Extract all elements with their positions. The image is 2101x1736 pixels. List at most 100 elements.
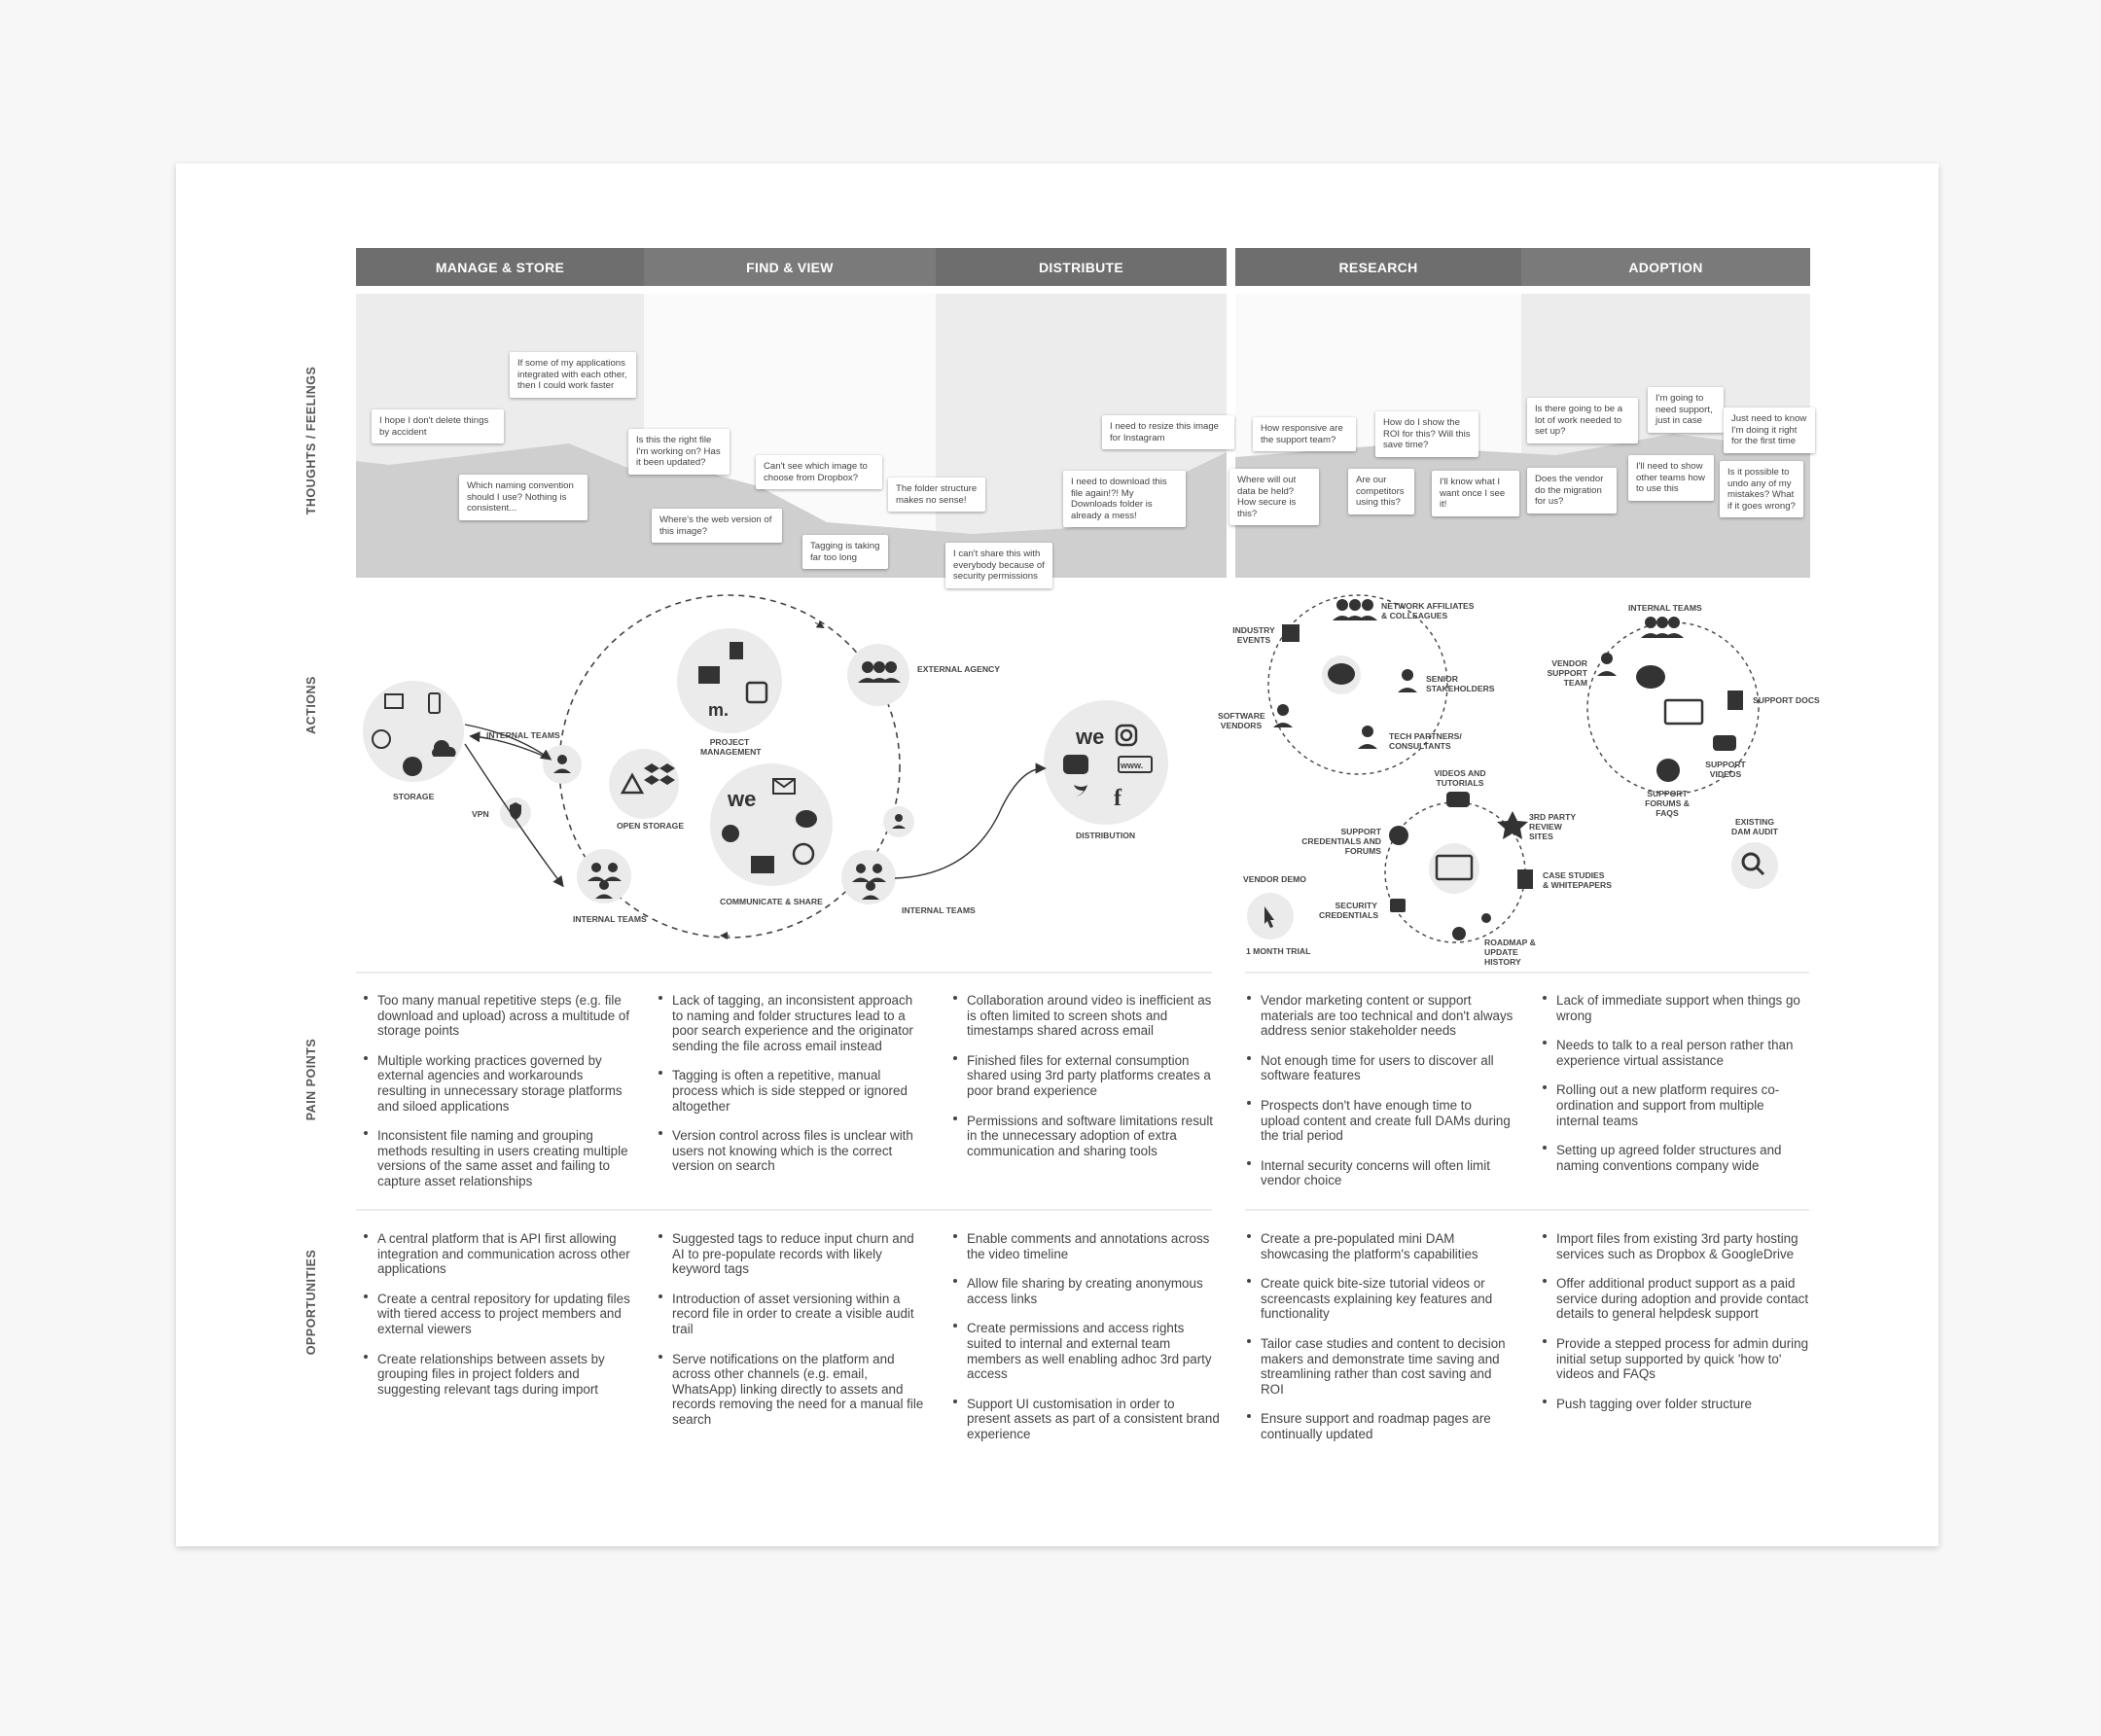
label-existing-dam: EXISTING DAM AUDIT — [1731, 817, 1778, 836]
phase-find-view: FIND & VIEW — [644, 248, 936, 286]
list-item: Rolling out a new platform requires co-o… — [1543, 1082, 1809, 1128]
list-item: Tagging is often a repetitive, manual pr… — [659, 1068, 925, 1114]
opp-col-distribute: Enable comments and annotations across t… — [945, 1231, 1220, 1457]
pain-col-distribute: Collaboration around video is inefficien… — [945, 993, 1220, 1173]
label-support-videos: SUPPORT VIDEOS — [1705, 760, 1746, 779]
label-vpn: VPN — [472, 809, 489, 819]
list-item: Suggested tags to reduce input churn and… — [659, 1231, 925, 1277]
list-item: Inconsistent file naming and grouping me… — [364, 1128, 630, 1188]
list-item: Setting up agreed folder structures and … — [1543, 1143, 1809, 1173]
label-case-studies: CASE STUDIES & WHITEPAPERS — [1543, 870, 1612, 890]
label-project-management: PROJECT MANAGEMENT — [700, 737, 762, 757]
thought-bubble: Can't see which image to choose from Dro… — [756, 455, 882, 489]
thought-bubble: I'll know what I want once I see it! — [1432, 471, 1519, 516]
list-item: Ensure support and roadmap pages are con… — [1247, 1411, 1513, 1441]
phase-bar-right: RESEARCH ADOPTION — [1235, 248, 1810, 286]
thought-bubble: Where's the web version of this image? — [652, 509, 782, 543]
label-review-sites: 3RD PARTY REVIEW SITES — [1529, 812, 1576, 841]
list-item: A central platform that is API first all… — [364, 1231, 630, 1277]
phase-research: RESEARCH — [1338, 259, 1418, 275]
svg-text:we: we — [727, 787, 756, 811]
list-item: Internal security concerns will often li… — [1247, 1158, 1513, 1188]
phase-bar-left: MANAGE & STORE FIND & VIEW DISTRIBUTE — [356, 248, 1227, 286]
opp-col-find: Suggested tags to reduce input churn and… — [651, 1231, 925, 1442]
label-security-credentials: SECURITY CREDENTIALS — [1319, 901, 1379, 920]
label-support-docs: SUPPORT DOCS — [1753, 695, 1820, 705]
thought-bubble: I'm going to need support, just in case — [1648, 387, 1724, 433]
label-open-storage: OPEN STORAGE — [617, 821, 685, 831]
label-videos-tutorials: VIDEOS AND TUTORIALS — [1434, 768, 1486, 788]
label-internal-teams: INTERNAL TEAMS — [573, 914, 647, 924]
list-item: Needs to talk to a real person rather th… — [1543, 1038, 1809, 1068]
list-item: Introduction of asset versioning within … — [659, 1292, 925, 1337]
list-item: Serve notifications on the platform and … — [659, 1351, 924, 1427]
list-item: Support UI customisation in order to pre… — [953, 1396, 1220, 1441]
list-item: Offer additional product support as a pa… — [1543, 1276, 1809, 1322]
phase-distribute: DISTRIBUTE — [1039, 259, 1123, 275]
list-item: Version control across files is unclear … — [659, 1128, 925, 1174]
thought-bubble: Just need to know I'm doing it right for… — [1724, 407, 1815, 453]
list-item: Permissions and software limitations res… — [953, 1114, 1220, 1159]
list-item: Create a central repository for updating… — [364, 1291, 630, 1336]
list-item: Provide a stepped process for admin duri… — [1543, 1335, 1809, 1382]
pain-col-find: Lack of tagging, an inconsistent approac… — [651, 993, 925, 1188]
phase-manage-store: MANAGE & STORE — [435, 259, 565, 275]
list-item: Allow file sharing by creating anonymous… — [953, 1276, 1220, 1306]
opp-col-manage: A central platform that is API first all… — [356, 1231, 630, 1411]
list-item: Create quick bite-size tutorial videos o… — [1247, 1276, 1513, 1322]
thought-bubble: Which naming convention should I use? No… — [459, 475, 588, 520]
label-vendor-demo: VENDOR DEMO — [1243, 874, 1306, 884]
thought-bubble: How responsive are the support team? — [1253, 417, 1356, 451]
label-internal-teams: INTERNAL TEAMS — [902, 905, 976, 915]
label-roadmap: ROADMAP & UPDATE HISTORY — [1484, 938, 1536, 967]
list-item: Too many manual repetitive steps (e.g. f… — [364, 993, 630, 1039]
thought-bubble: Is it possible to undo any of my mistake… — [1720, 461, 1803, 517]
label-distribution: DISTRIBUTION — [1076, 831, 1136, 840]
list-item: Create relationships between assets by g… — [364, 1352, 630, 1398]
label-support-forums: SUPPORT FORUMS & FAQS — [1645, 789, 1690, 818]
thought-bubble: I hope I don't delete things by accident — [372, 409, 504, 443]
thought-bubble: If some of my applications integrated wi… — [510, 352, 636, 398]
label-senior-stakeholders: SENIOR STAKEHOLDERS — [1426, 674, 1495, 693]
list-item: Create a pre-populated mini DAM showcasi… — [1247, 1231, 1513, 1261]
list-item: Lack of tagging, an inconsistent approac… — [659, 993, 925, 1053]
label-month-trial: 1 MONTH TRIAL — [1246, 946, 1311, 956]
label-internal-teams: INTERNAL TEAMS — [1628, 603, 1702, 613]
pain-col-manage: Too many manual repetitive steps (e.g. f… — [356, 993, 630, 1204]
svg-text:m.: m. — [708, 700, 729, 720]
label-industry-events: INDUSTRY EVENTS — [1232, 625, 1275, 645]
thought-bubble: I'll need to show other teams how to use… — [1628, 455, 1714, 501]
thought-bubble: I can't share this with everybody becaus… — [945, 543, 1052, 588]
thought-bubble: Is there going to be a lot of work neede… — [1527, 398, 1638, 443]
opp-col-adoption: Import files from existing 3rd party hos… — [1535, 1231, 1809, 1426]
list-item: Enable comments and annotations across t… — [953, 1231, 1220, 1261]
thought-bubble: I need to download this file again!?! My… — [1063, 471, 1186, 527]
label-software-vendors: SOFTWARE VENDORS — [1218, 711, 1265, 730]
thought-bubble: Does the vendor do the migration for us? — [1527, 468, 1617, 514]
list-item: Collaboration around video is inefficien… — [953, 993, 1220, 1039]
thought-bubble: Is this the right file I'm working on? H… — [628, 429, 730, 475]
list-item: Vendor marketing content or support mate… — [1247, 993, 1513, 1039]
list-item: Not enough time for users to discover al… — [1247, 1053, 1513, 1083]
thought-bubble: Tagging is taking far too long — [802, 535, 888, 569]
opp-col-research: Create a pre-populated mini DAM showcasi… — [1239, 1231, 1513, 1457]
phase-adoption: ADOPTION — [1521, 248, 1810, 286]
label-vendor-support: VENDOR SUPPORT TEAM — [1547, 658, 1587, 688]
list-item: Push tagging over folder structure — [1543, 1397, 1809, 1412]
label-internal-teams: INTERNAL TEAMS — [486, 730, 560, 740]
list-item: Finished files for external consumption … — [953, 1053, 1220, 1099]
svg-text:we: we — [1075, 725, 1104, 749]
list-item: Prospects don't have enough time to uplo… — [1247, 1098, 1513, 1144]
thought-bubble: The folder structure makes no sense! — [888, 478, 985, 512]
label-www: www. — [1121, 761, 1144, 770]
label-network-affiliates: NETWORK AFFILIATES & COLLEAGUES — [1381, 601, 1475, 620]
list-item: Lack of immediate support when things go… — [1543, 993, 1809, 1023]
label-communicate-share: COMMUNICATE & SHARE — [720, 897, 823, 906]
thought-bubble: Are our competitors using this? — [1348, 469, 1414, 514]
thought-bubble: Where will out data be held? How secure … — [1229, 469, 1319, 525]
label-tech-partners: TECH PARTNERS/ CONSULTANTS — [1389, 731, 1462, 751]
label-support-credentials: SUPPORT CREDENTIALS AND FORUMS — [1301, 827, 1381, 856]
svg-text:f: f — [1114, 786, 1122, 811]
list-item: Multiple working practices governed by e… — [364, 1053, 630, 1114]
